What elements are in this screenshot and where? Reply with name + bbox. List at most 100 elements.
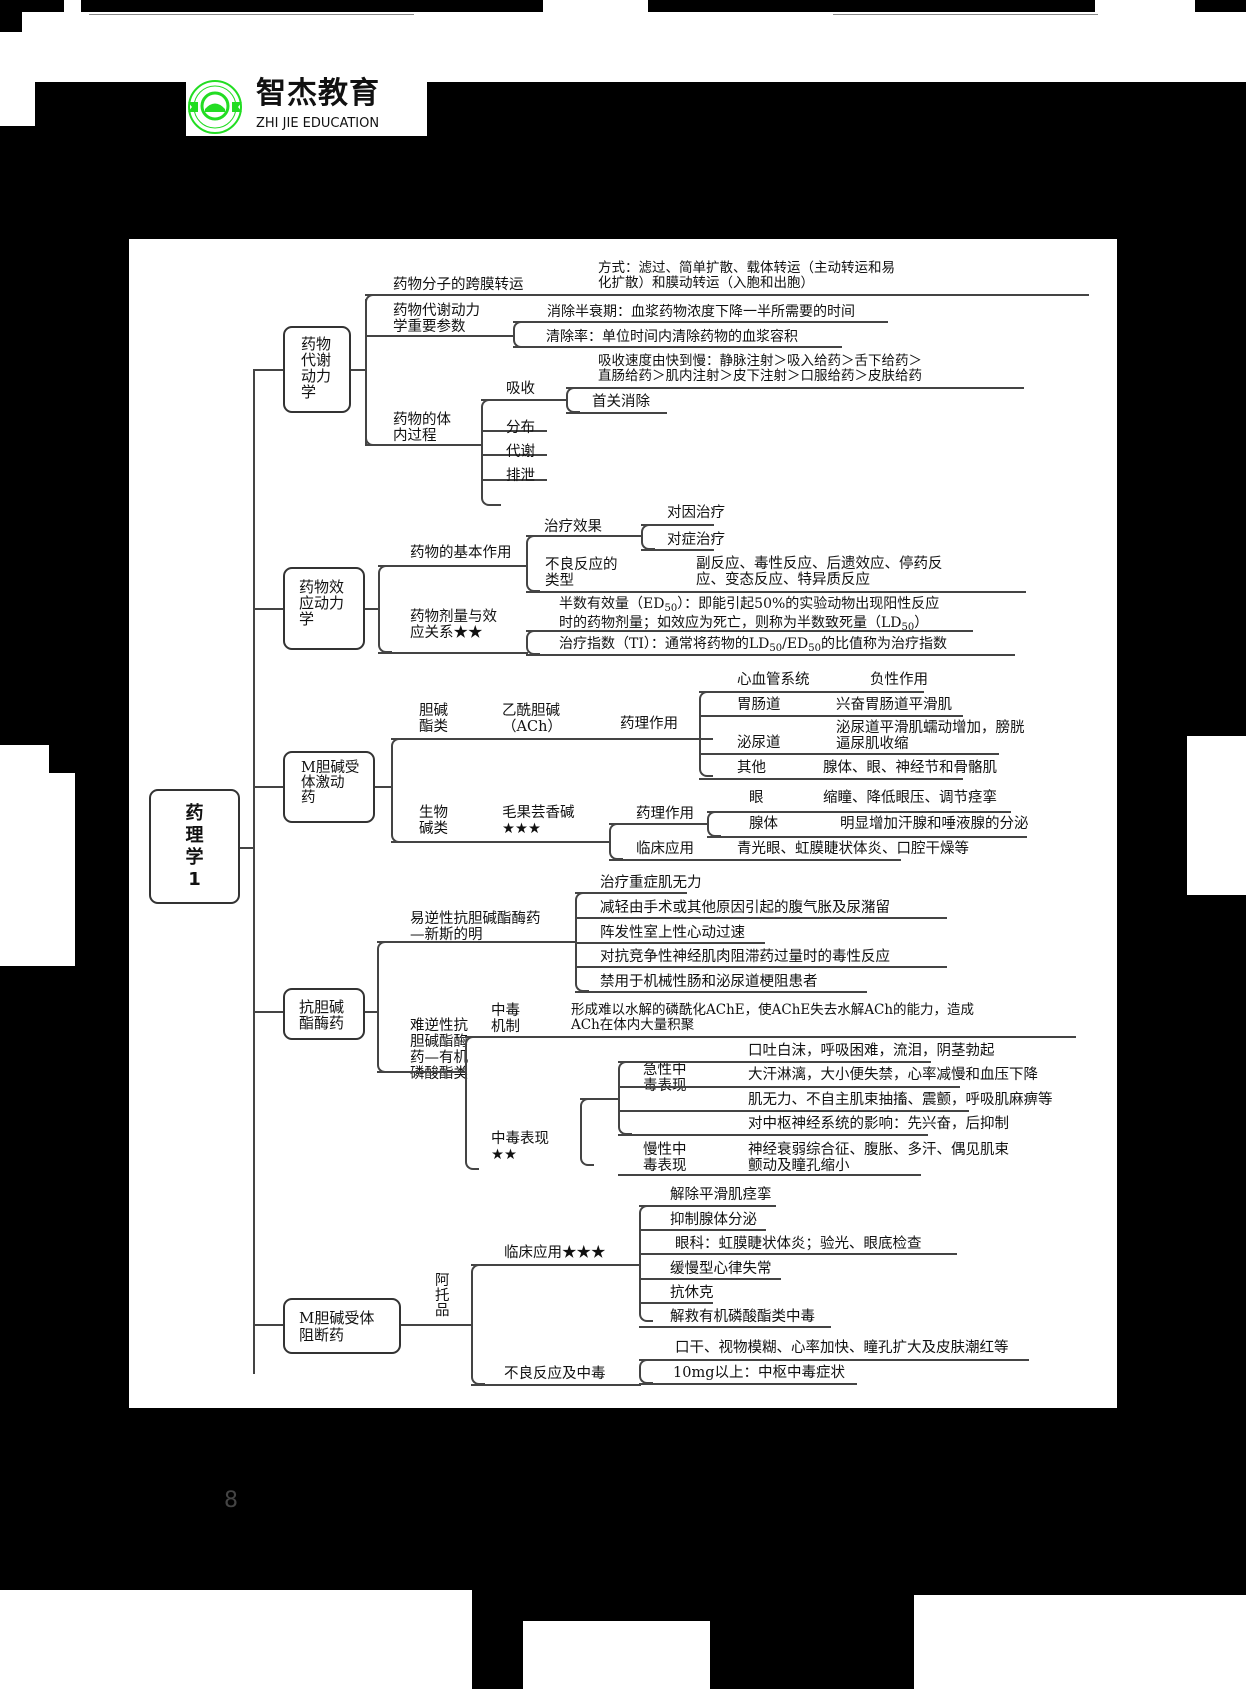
b2-c1-line (378, 565, 528, 567)
b4-bracket (377, 941, 391, 1073)
b3-pilo-bracket (609, 823, 623, 860)
b5-adv-line-2 (639, 1383, 857, 1385)
b3-eye-val: 缩瞳、降低眼压、调节痉挛 (823, 790, 997, 806)
b4-chronic-line (618, 1174, 921, 1176)
b4-manif-bracket (580, 1098, 594, 1166)
b3-other-val: 腺体、眼、神经节和骨骼肌 (823, 760, 997, 776)
trunk (253, 369, 255, 1374)
b1-first-pass-line (566, 412, 667, 414)
trunk-to-b5 (253, 1324, 283, 1326)
b3-action-mid (699, 738, 713, 740)
b3-other-key: 其他 (737, 760, 766, 776)
b1-first-pass: 首关消除 (592, 394, 650, 410)
b5-cl-item-5: 抗休克 (670, 1285, 714, 1301)
branch-m-agonists: M胆碱受 体激动 药 (283, 751, 375, 823)
b1-c3-mid1 (481, 430, 547, 432)
top-notch (64, 0, 81, 12)
b3-alkaloids: 生物 碱类 (419, 805, 448, 837)
b5-clinical-line (471, 1264, 641, 1266)
b4-neo-item-2: 减轻由手术或其他原因引起的腹气胀及尿潴留 (600, 900, 890, 916)
branch-anticholinesterase: 抗胆碱 酯酶药 (283, 988, 365, 1040)
b4-mechanism-detail: 形成难以水解的磷酰化AChE，使AChE失去水解ACh的能力，造成 ACh在体内… (571, 1002, 975, 1033)
top-white-band-left (0, 32, 22, 82)
b1-absorb-detail: 吸收速度由快到慢：静脉注射＞吸入给药＞舌下给药＞ 直肠给药＞肌内注射＞皮下注射＞… (598, 353, 922, 384)
b3-bracket (391, 738, 405, 843)
logo: 智杰教育 ZHI JIE EDUCATION (186, 76, 427, 136)
b3-other-line (699, 778, 963, 780)
b3-eye-line (707, 811, 1011, 813)
b4-chronic: 慢性中 毒表现 (643, 1142, 687, 1174)
b1-distribution: 分布 (506, 420, 535, 436)
b5-cl-item-3: 眼科：虹膜睫状体炎；验光、眼底检查 (675, 1236, 922, 1252)
b1-connector (351, 369, 367, 371)
b3-pilocarpine: 毛果芸香碱 ★★★ (502, 805, 575, 837)
b1-excretion: 排泄 (506, 468, 535, 484)
bottom-white-block-2 (523, 1621, 710, 1689)
b4-acute-line-3 (618, 1110, 969, 1112)
b4-acute-item-4: 对中枢神经系统的影响：先兴奋，后抑制 (748, 1116, 1009, 1132)
b4-organophosphate: 难逆性抗 胆碱酯酶 药—有机 磷酸酯类 (410, 1018, 468, 1082)
b1-bracket-bottom (365, 399, 385, 446)
b3-gland-line (707, 836, 1027, 838)
b3-esters-line (391, 738, 701, 740)
b1-c3-mid2 (481, 454, 547, 456)
trunk-to-b4 (253, 1011, 283, 1013)
trunk-to-b3 (253, 786, 283, 788)
b4-neo-line-1 (575, 892, 687, 894)
b4-neostigmine-line (377, 941, 577, 943)
b5-adv-item-1: 口干、视物模糊、心率加快、瞳孔扩大及皮肤潮红等 (675, 1340, 1009, 1356)
b1-metabolism: 代谢 (506, 444, 535, 460)
top-notch-2 (543, 0, 648, 12)
b3-gi-key: 胃肠道 (737, 697, 781, 713)
b2-symptom-line (641, 549, 714, 551)
b2-c1-bracket (526, 535, 540, 592)
b2-bracket (378, 565, 392, 653)
b2-ed50: 半数有效量（ED50）：即能引起50%的实验动物出现阳性反应时的药物剂量；如效应… (559, 596, 940, 634)
b2-ti-line (526, 654, 1015, 656)
b4-neostigmine: 易逆性抗胆碱酯酶药 —新斯的明 (410, 911, 541, 943)
b4-neo-item-1: 治疗重症肌无力 (600, 875, 702, 891)
left-white-block (0, 745, 49, 773)
b2-ti: 治疗指数（TI）：通常将药物的LD50/ED50的比值称为治疗指数 (559, 636, 948, 654)
b5-cl-line-1 (639, 1205, 776, 1207)
b2-adverse-line (526, 591, 1026, 593)
b4-acute-item-1: 口吐白沫，呼吸困难，流泪，阴茎勃起 (748, 1043, 995, 1059)
b3-clinical-val: 青光眼、虹膜睫状体炎、口腔干燥等 (737, 841, 969, 857)
b5-cl-item-1: 解除平滑肌痉挛 (670, 1187, 772, 1203)
root-connector (240, 847, 254, 849)
b3-uro-key: 泌尿道 (737, 735, 781, 751)
b4-neo-item-5: 禁用于机械性肠和泌尿道梗阻患者 (600, 974, 818, 990)
b5-cl-line-5 (639, 1302, 713, 1304)
b3-pilo-action-bracket (707, 811, 721, 837)
b4-neo-line-3 (575, 942, 765, 944)
right-white-block (1187, 736, 1246, 895)
b2-symptom-therapy: 对症治疗 (667, 532, 725, 548)
b4-mechanism: 中毒 机制 (491, 1003, 520, 1035)
b4-acute-item-2: 大汗淋漓，大小便失禁，心率减慢和血压下降 (748, 1067, 1038, 1083)
logo-emblem-icon (188, 80, 242, 134)
b1-c3-mid3 (481, 479, 547, 481)
b5-cl-line-3 (639, 1253, 957, 1255)
b5-adverse-bracket (639, 1359, 653, 1384)
b3-uro-line (699, 753, 999, 755)
b3-uro-val: 泌尿道平滑肌蠕动增加，膀胱 逼尿肌收缩 (836, 720, 1025, 752)
b2-therapy-line (526, 535, 643, 537)
b4-acute-line-4 (618, 1134, 928, 1136)
logo-en: ZHI JIE EDUCATION (256, 116, 380, 131)
b4-neo-item-4: 对抗竞争性神经肌肉阻滞药过量时的毒性反应 (600, 949, 890, 965)
bottom-white-block-3 (914, 1595, 1246, 1689)
b5-adv-item-2: 10mg以上：中枢中毒症状 (673, 1365, 845, 1381)
b3-gi-line (699, 715, 963, 717)
b4-acute: 急性中 毒表现 (643, 1062, 687, 1094)
b1-c1-line (365, 294, 1089, 296)
mind-map: 药 理 学 1 药物 代谢 动力 学 药物分子的跨膜转运 方式：滤过、简单扩散、… (129, 239, 1117, 1408)
b4-manifestation: 中毒表现 ★★ (491, 1131, 549, 1163)
header-rule-right (833, 14, 1098, 15)
b1-c1-detail: 方式：滤过、简单扩散、载体转运（主动转运和易 化扩散）和膜动转运（入胞和出胞） (598, 260, 895, 291)
b5-adv-line-1 (639, 1359, 1029, 1361)
b5-clinical-bracket (639, 1205, 653, 1322)
b2-c1-label: 药物的基本作用 (410, 545, 512, 561)
b4-op-bracket (465, 1036, 479, 1170)
b2-cause-line (641, 524, 714, 526)
b4-mechanism-line (465, 1036, 1076, 1038)
